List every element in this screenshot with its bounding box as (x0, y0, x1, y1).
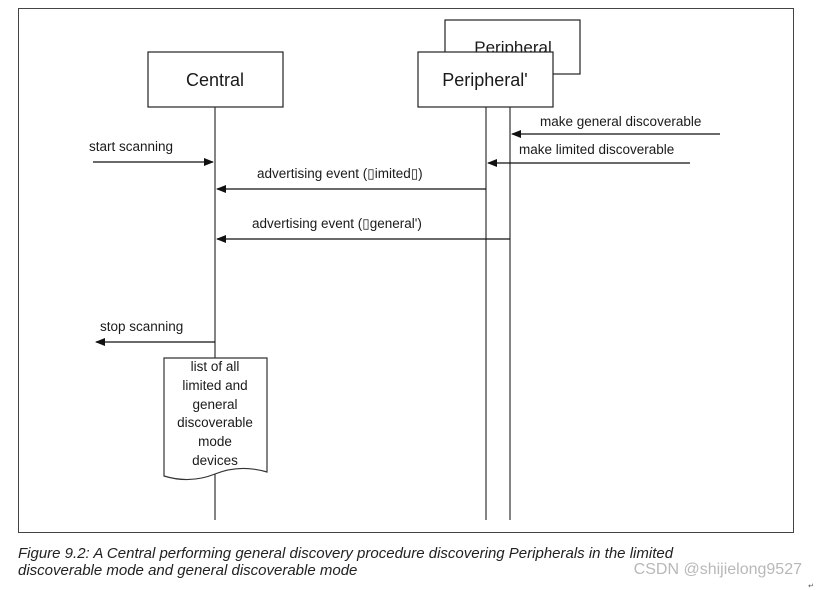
adv-limited-label: advertising event (▯imited▯) (257, 166, 423, 181)
stop-scanning-label: stop scanning (100, 319, 183, 334)
note-line: devices (192, 453, 238, 468)
caption-line-2: discoverable mode and general discoverab… (18, 562, 358, 579)
central-label: Central (186, 70, 244, 90)
note-line: general (192, 397, 237, 412)
figure-frame (18, 8, 794, 533)
device-list-note-text: list of all limited and general discover… (177, 359, 253, 468)
peripheral-front-box (417, 51, 554, 108)
figure-caption: Figure 9.2: A Central performing general… (18, 545, 808, 579)
note-line: list of all (191, 359, 240, 374)
watermark-text: CSDN @shijielong9527 (633, 561, 802, 578)
caption-line-1: Figure 9.2: A Central performing general… (18, 545, 674, 562)
make-limited-label: make limited discoverable (519, 142, 674, 157)
adv-general-label: advertising event (▯general') (252, 216, 422, 231)
central-box (147, 51, 284, 108)
return-mark-icon: ↵ (808, 582, 814, 590)
make-general-label: make general discoverable (540, 114, 701, 129)
note-line: discoverable (177, 415, 253, 430)
peripheral-front-label: Peripheral' (442, 70, 527, 90)
start-scanning-label: start scanning (89, 139, 173, 154)
sequence-diagram: Peripheral Central Peripheral' make gene… (89, 19, 720, 520)
note-line: mode (198, 434, 232, 449)
device-list-note (163, 357, 268, 481)
note-line: limited and (182, 378, 247, 393)
